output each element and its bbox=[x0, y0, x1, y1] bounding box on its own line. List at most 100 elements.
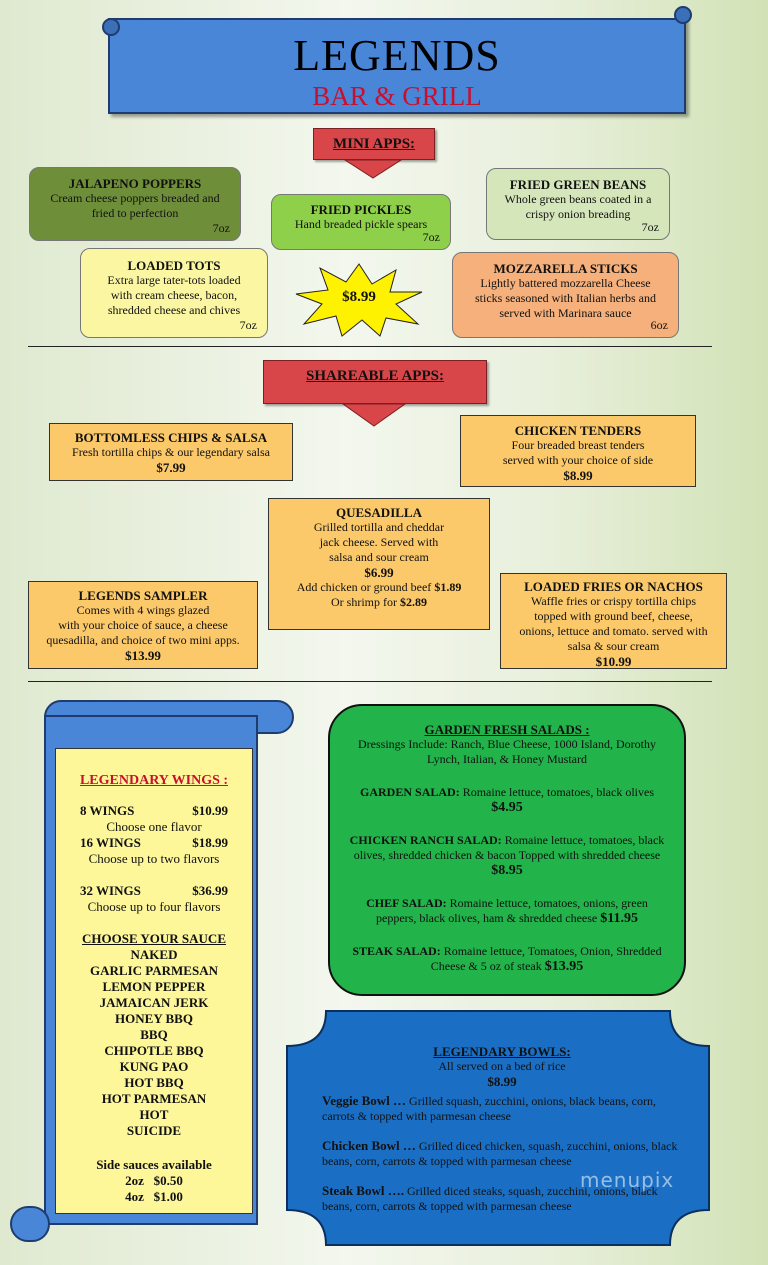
sauce-item: LEMON PEPPER bbox=[102, 979, 206, 994]
bowls-price: $8.99 bbox=[487, 1074, 517, 1089]
menu-item-loaded-tots: LOADED TOTS Extra large tater-tots loade… bbox=[80, 248, 268, 338]
wing-price: $10.99 bbox=[192, 803, 228, 818]
item-size: 7oz bbox=[239, 318, 257, 332]
wing-count: 32 WINGS bbox=[80, 883, 141, 898]
item-description: Hand breaded pickle spears bbox=[294, 217, 428, 231]
item-name: BOTTOMLESS CHIPS & SALSA bbox=[74, 430, 268, 445]
wing-price: $36.99 bbox=[192, 883, 228, 898]
item-description: jack cheese. Served with bbox=[319, 535, 439, 549]
sauce-heading: CHOOSE YOUR SAUCE bbox=[82, 931, 226, 946]
bowls-subheading: All served on a bed of rice bbox=[438, 1059, 566, 1073]
wing-note: Choose up to two flavors bbox=[88, 851, 220, 866]
addon-line: Or shrimp for $2.89 bbox=[269, 595, 489, 610]
addon-price: $2.89 bbox=[400, 595, 427, 609]
item-description: Comes with 4 wings glazed bbox=[76, 603, 210, 617]
item-description: Fresh tortilla chips & our legendary sal… bbox=[72, 445, 270, 459]
item-price: $7.99 bbox=[156, 460, 186, 475]
mini-apps-heading: MINI APPS: bbox=[332, 136, 416, 152]
item-description: Cream cheese poppers breaded and fried t… bbox=[50, 191, 220, 220]
item-name: LOADED TOTS bbox=[127, 258, 221, 273]
bowl-item: Chicken Bowl … Grilled diced chicken, sq… bbox=[322, 1138, 682, 1169]
item-name: CHICKEN TENDERS bbox=[514, 423, 642, 438]
salad-description: Romaine lettuce, tomatoes, black olives bbox=[462, 785, 654, 799]
sauce-item: SUICIDE bbox=[126, 1123, 182, 1138]
item-name: FRIED GREEN BEANS bbox=[509, 177, 647, 192]
bowl-description: Grilled diced steaks, squash, zucchini, … bbox=[322, 1184, 658, 1213]
sauce-item: HOT PARMESAN bbox=[101, 1091, 207, 1106]
mini-apps-arrow: MINI APPS: bbox=[313, 128, 435, 179]
item-name: FRIED PICKLES bbox=[310, 202, 412, 217]
addon-line: Add chicken or ground beef $1.89 bbox=[269, 580, 489, 595]
addon-label: Or shrimp for bbox=[331, 595, 397, 609]
wings-heading: LEGENDARY WINGS : bbox=[79, 773, 229, 788]
item-price: $6.99 bbox=[364, 565, 394, 580]
mini-apps-price-star: $8.99 bbox=[292, 262, 426, 338]
item-description: quesadilla, and choice of two mini apps. bbox=[46, 633, 240, 647]
bowls-heading: LEGENDARY BOWLS: bbox=[433, 1044, 571, 1059]
page-subtitle: BAR & GRILL bbox=[312, 81, 482, 111]
sauce-item: HOT bbox=[139, 1107, 169, 1122]
item-name: QUESADILLA bbox=[336, 505, 422, 520]
salad-description: Romaine lettuce, Tomatoes, Onion, Shredd… bbox=[430, 944, 662, 973]
item-description: Whole green beans coated in a crispy oni… bbox=[504, 192, 652, 221]
salads-dressings: Dressings Include: Ranch, Blue Cheese, 1… bbox=[358, 737, 656, 766]
banner-curl-left bbox=[102, 18, 120, 36]
item-description: salsa & sour cream bbox=[567, 639, 660, 653]
scroll-bottom-roll bbox=[10, 1206, 50, 1242]
bowl-item: Veggie Bowl … Grilled squash, zucchini, … bbox=[322, 1093, 682, 1124]
wing-note: Choose one flavor bbox=[106, 819, 202, 834]
menu-item-quesadilla: QUESADILLA Grilled tortilla and cheddar … bbox=[268, 498, 490, 630]
menu-item-loaded-fries: LOADED FRIES OR NACHOS Waffle fries or c… bbox=[500, 573, 727, 669]
menu-item-mozzarella-sticks: MOZZARELLA STICKS Lightly battered mozza… bbox=[452, 252, 679, 338]
page-title: LEGENDS bbox=[293, 31, 501, 80]
banner-curl-right bbox=[674, 6, 692, 24]
item-description: served with your choice of side bbox=[502, 453, 654, 467]
wing-count: 16 WINGS bbox=[80, 835, 141, 850]
starburst-icon bbox=[295, 263, 423, 337]
item-size: 7oz bbox=[212, 221, 230, 235]
item-name: LEGENDS SAMPLER bbox=[78, 588, 208, 603]
shareable-apps-arrow: SHAREABLE APPS: bbox=[263, 360, 487, 427]
sauce-item: GARLIC PARMESAN bbox=[90, 963, 218, 978]
salad-description: Romaine lettuce, tomatoes, black olives,… bbox=[353, 833, 665, 862]
item-description: with your choice of sauce, a cheese bbox=[58, 618, 228, 632]
salad-name: CHICKEN RANCH SALAD: bbox=[349, 833, 502, 847]
item-description: Lightly battered mozzarella Cheese stick… bbox=[475, 276, 656, 320]
watermark: menupix bbox=[580, 1168, 675, 1192]
bowl-description: Grilled diced chicken, squash, zucchini,… bbox=[322, 1139, 678, 1168]
item-description: Waffle fries or crispy tortilla chips bbox=[530, 594, 697, 608]
bowl-name: Veggie Bowl … bbox=[322, 1093, 407, 1108]
divider bbox=[28, 681, 712, 682]
item-name: JALAPENO POPPERS bbox=[68, 176, 202, 191]
item-price: $10.99 bbox=[595, 654, 632, 669]
bowl-name: Steak Bowl …. bbox=[322, 1183, 404, 1198]
salads-panel: GARDEN FRESH SALADS : Dressings Include:… bbox=[328, 704, 686, 996]
addon-price: $1.89 bbox=[434, 580, 462, 594]
bowl-item: Steak Bowl …. Grilled diced steaks, squa… bbox=[322, 1183, 682, 1214]
item-description: Grilled tortilla and cheddar bbox=[313, 520, 445, 534]
sauce-item: HONEY BBQ bbox=[115, 1011, 193, 1026]
side-sauce-heading: Side sauces available bbox=[96, 1157, 212, 1172]
menu-item-chicken-tenders: CHICKEN TENDERS Four breaded breast tend… bbox=[460, 415, 696, 487]
salad-price: $8.95 bbox=[491, 863, 523, 878]
item-description: salsa and sour cream bbox=[329, 550, 429, 564]
side-size: 2oz bbox=[125, 1173, 144, 1188]
item-size: 7oz bbox=[422, 230, 440, 244]
side-price: $0.50 bbox=[153, 1173, 183, 1188]
wing-option-row: 8 WINGS $10.99 bbox=[56, 803, 252, 819]
item-description: Four breaded breast tenders bbox=[511, 438, 645, 452]
bowls-panel: LEGENDARY BOWLS: All served on a bed of … bbox=[322, 1044, 682, 1214]
item-size: 6oz bbox=[650, 318, 668, 332]
salad-price: $11.95 bbox=[600, 911, 638, 926]
item-name: MOZZARELLA STICKS bbox=[493, 261, 638, 276]
addon-label: Add chicken or ground beef bbox=[296, 580, 432, 594]
salad-description: Romaine lettuce, tomatoes, onions, green… bbox=[376, 896, 648, 925]
item-price: $13.99 bbox=[125, 648, 161, 663]
wing-count: 8 WINGS bbox=[80, 803, 135, 818]
sauce-list: NAKED GARLIC PARMESAN LEMON PEPPER JAMAI… bbox=[56, 947, 252, 1139]
sauce-item: JAMAICAN JERK bbox=[99, 995, 209, 1010]
arrow-down-icon bbox=[344, 160, 402, 179]
sauce-item: KUNG PAO bbox=[119, 1059, 189, 1074]
wing-option-row: 16 WINGS $18.99 bbox=[56, 835, 252, 851]
wing-option-row: 32 WINGS $36.99 bbox=[56, 883, 252, 899]
